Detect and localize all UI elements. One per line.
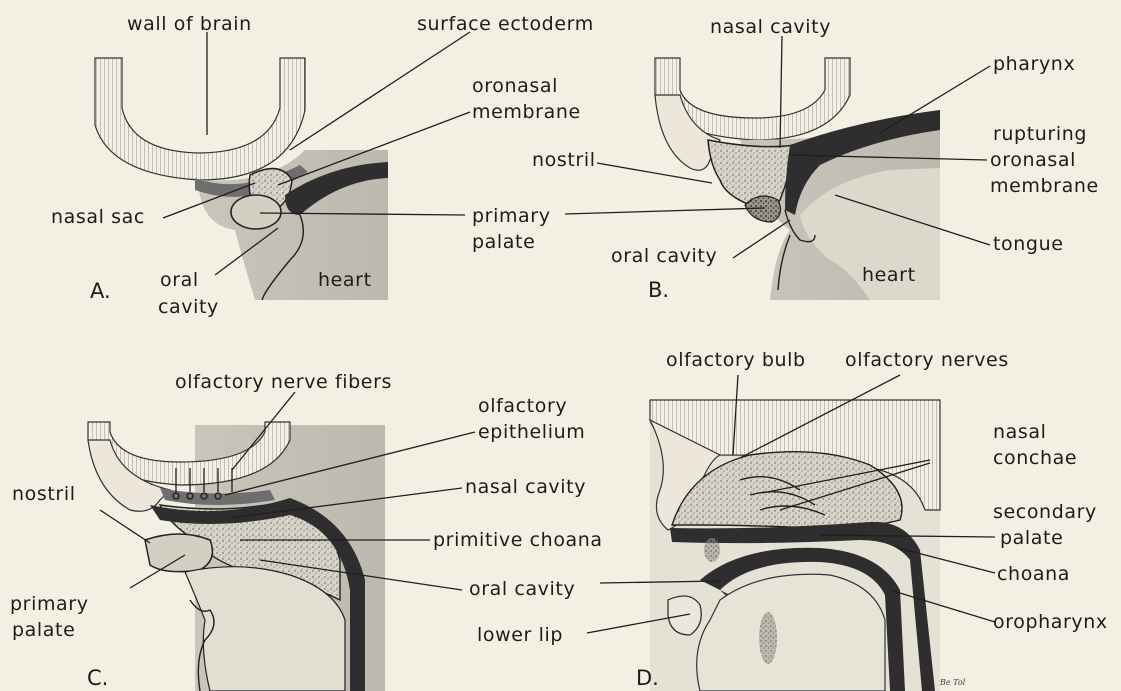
label-oral-cavity-a2: cavity — [158, 296, 219, 318]
label-oronasal-line2: membrane — [472, 101, 581, 123]
label-olfactory-nerve-fibers: olfactory nerve fibers — [175, 371, 392, 393]
label-oral-cavity-b: oral cavity — [611, 245, 717, 267]
label-membrane-b: membrane — [990, 175, 1099, 197]
label-olfactory-epithelium-2: epithelium — [478, 421, 585, 443]
label-oronasal-b: oronasal — [990, 149, 1076, 171]
label-primary-palate-c1: primary — [10, 593, 89, 615]
label-wall-of-brain: wall of brain — [127, 13, 252, 35]
label-nasal-cavity-b: nasal cavity — [710, 16, 831, 38]
label-secondary-palate-1: secondary — [993, 501, 1097, 523]
label-primary-palate-a1: primary — [472, 205, 551, 227]
label-tongue: tongue — [993, 233, 1064, 255]
label-pharynx: pharynx — [993, 53, 1075, 75]
brain-wall-a — [95, 58, 305, 180]
label-primitive-choana: primitive choana — [433, 529, 603, 551]
artist-signature: Be Tol — [939, 678, 966, 687]
panel-letter-c: C. — [87, 666, 108, 690]
primary-palate-shape-c — [145, 534, 212, 572]
label-olfactory-nerves: olfactory nerves — [845, 349, 1009, 371]
speckle-patch-lower — [759, 612, 777, 664]
label-nostril-c: nostril — [12, 483, 76, 505]
label-oral-cavity-a1: oral — [160, 269, 199, 291]
label-olfactory-epithelium-1: olfactory — [478, 395, 567, 417]
label-surface-ectoderm: surface ectoderm — [417, 13, 594, 35]
panel-c — [88, 422, 385, 691]
primary-palate-shape-a — [231, 195, 281, 229]
panel-letter-d: D. — [636, 666, 659, 690]
label-heart-b: heart — [862, 264, 916, 286]
label-heart-a: heart — [318, 269, 372, 291]
label-oronasal-line1: oronasal — [472, 75, 558, 97]
label-nasal-sac: nasal sac — [51, 206, 145, 228]
label-secondary-palate-2: palate — [1000, 527, 1063, 549]
label-lower-lip: lower lip — [477, 624, 563, 646]
panel-letter-b: B. — [648, 278, 669, 302]
label-rupturing: rupturing — [993, 123, 1087, 145]
panel-a — [95, 58, 388, 300]
label-primary-palate-c2: palate — [12, 619, 75, 641]
panel-d — [650, 400, 940, 691]
label-nasal-cavity-c: nasal cavity — [465, 476, 586, 498]
speckle-patch-upper — [704, 538, 720, 562]
label-choana: choana — [997, 563, 1070, 585]
panel-letter-a: A. — [90, 279, 111, 303]
label-nostril-b: nostril — [532, 149, 596, 171]
label-nasal-conchae-2: conchae — [993, 447, 1077, 469]
label-nasal-conchae-1: nasal — [993, 421, 1047, 443]
label-olfactory-bulb: olfactory bulb — [666, 349, 806, 371]
label-oral-cavity-c: oral cavity — [469, 578, 575, 600]
label-oropharynx: oropharynx — [993, 611, 1108, 633]
label-primary-palate-a2: palate — [472, 231, 535, 253]
